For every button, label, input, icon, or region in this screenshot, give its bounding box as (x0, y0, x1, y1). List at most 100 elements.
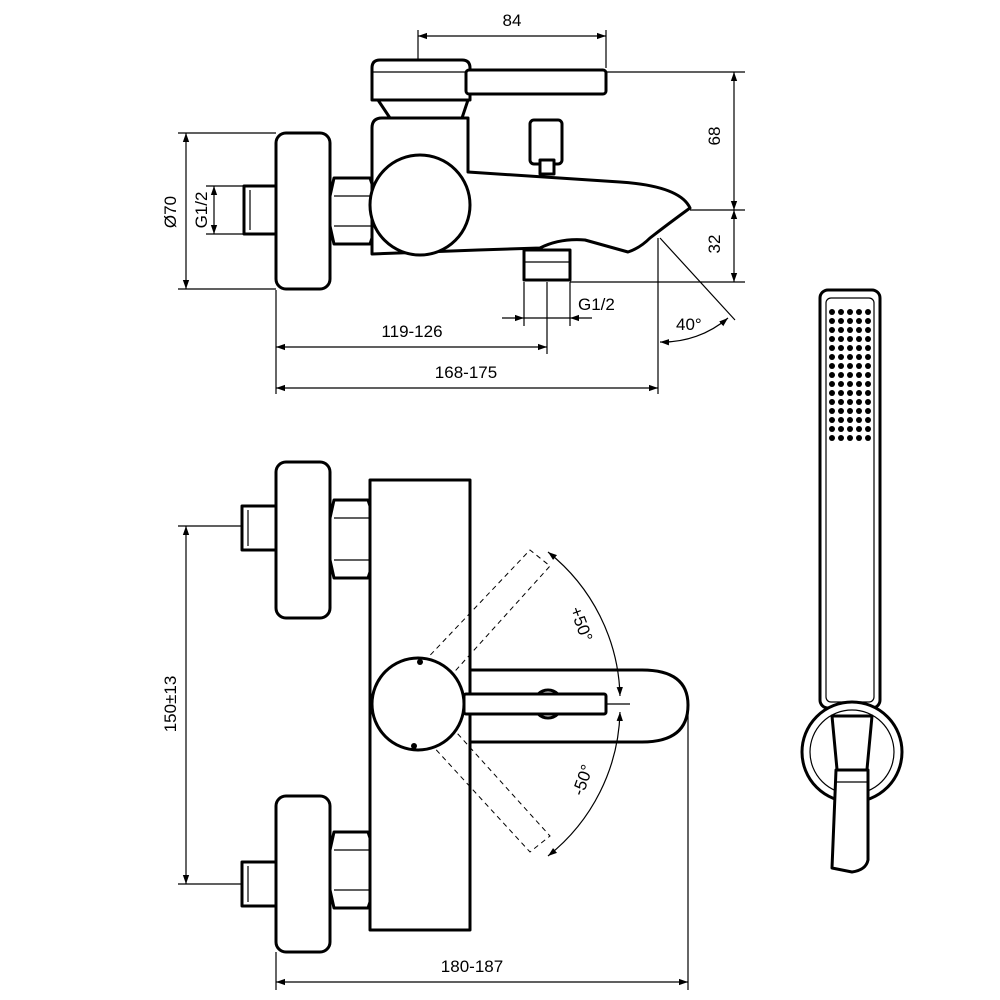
nozzle-hole (829, 399, 835, 405)
nozzle-hole (838, 408, 844, 414)
side-outlet-thread (522, 248, 572, 282)
side-diverter-knob (528, 118, 564, 166)
dim-total-depth: 180-187 (441, 957, 503, 976)
nozzle-hole (865, 372, 871, 378)
lever-swing-plus-outline (417, 549, 551, 691)
nozzle-hole (856, 327, 862, 333)
side-lever-cartridge (376, 98, 470, 120)
nozzle-hole (829, 435, 835, 441)
dim-swing-plus: +50° (566, 604, 596, 644)
nozzle-hole (865, 363, 871, 369)
top-view-upper-flange (274, 460, 332, 620)
nozzle-hole (856, 372, 862, 378)
nozzle-hole (829, 426, 835, 432)
nozzle-hole (847, 399, 853, 405)
dim-spout-angle: 40° (676, 315, 702, 334)
dim-spout-height: 32 (705, 235, 724, 254)
top-view-lower-nipple (240, 860, 278, 908)
nozzle-hole (838, 336, 844, 342)
nozzle-hole (838, 309, 844, 315)
nozzle-hole (847, 363, 853, 369)
top-view: +50° -50° 150±13 180-187 (161, 460, 690, 990)
nozzle-hole (856, 381, 862, 387)
nozzle-hole (865, 309, 871, 315)
nozzle-hole (865, 399, 871, 405)
nozzle-hole (838, 417, 844, 423)
nozzle-hole (838, 390, 844, 396)
hand-shower-body (818, 288, 882, 710)
nozzle-hole (856, 408, 862, 414)
nozzle-hole (847, 408, 853, 414)
nozzle-hole (838, 345, 844, 351)
nozzle-hole (829, 363, 835, 369)
nozzle-hole (829, 336, 835, 342)
nozzle-hole (847, 372, 853, 378)
top-view-upper-nipple (240, 504, 278, 552)
nozzle-hole (838, 327, 844, 333)
dim-spout-reach: 168-175 (435, 363, 497, 382)
nozzle-hole (856, 417, 862, 423)
nozzle-hole (829, 408, 835, 414)
nozzle-hole (847, 345, 853, 351)
nozzle-hole (847, 426, 853, 432)
nozzle-hole (856, 318, 862, 324)
nozzle-hole (865, 426, 871, 432)
nozzle-hole (838, 318, 844, 324)
nozzle-hole (838, 399, 844, 405)
nozzle-hole (856, 345, 862, 351)
nozzle-hole (829, 318, 835, 324)
side-wall-flange (274, 131, 332, 291)
nozzle-hole (847, 435, 853, 441)
nozzle-hole (829, 381, 835, 387)
nozzle-hole (847, 318, 853, 324)
side-lever-cap (370, 58, 472, 102)
dim-inlet-thread: G1/2 (192, 192, 211, 229)
top-view-handle-disc (370, 656, 466, 752)
nozzle-hole (829, 390, 835, 396)
nozzle-hole (856, 363, 862, 369)
hand-shower-nozzles (829, 309, 871, 441)
lever-swing-minus-outline (417, 711, 551, 853)
nozzle-hole (847, 336, 853, 342)
nozzle-hole (856, 309, 862, 315)
nozzle-hole (847, 327, 853, 333)
side-handle-disc (368, 153, 472, 257)
nozzle-hole (865, 417, 871, 423)
dim-outlet-thread: G1/2 (578, 295, 615, 314)
hand-shower (800, 288, 904, 874)
nozzle-hole (865, 327, 871, 333)
top-view-lever-handle (462, 692, 608, 716)
nozzle-hole (856, 390, 862, 396)
top-view-lower-flange (274, 794, 332, 954)
nozzle-hole (838, 372, 844, 378)
side-lever-handle (464, 68, 608, 96)
nozzle-hole (829, 309, 835, 315)
nozzle-hole (865, 381, 871, 387)
dim-outlet-distance: 119-126 (381, 322, 442, 341)
nozzle-hole (829, 372, 835, 378)
top-view-lower-hex-nut (328, 830, 376, 910)
nozzle-hole (865, 336, 871, 342)
nozzle-hole (838, 426, 844, 432)
nozzle-hole (856, 426, 862, 432)
dim-swing-minus: -50° (569, 762, 598, 798)
nozzle-hole (865, 345, 871, 351)
nozzle-hole (856, 435, 862, 441)
nozzle-hole (856, 399, 862, 405)
nozzle-hole (847, 381, 853, 387)
side-view: 84 68 32 Ø70 G1/2 G1/2 119-126 (161, 11, 745, 394)
nozzle-hole (838, 381, 844, 387)
dim-lever-width: 84 (503, 11, 522, 30)
nozzle-hole (829, 417, 835, 423)
dim-top-height: 68 (705, 127, 724, 146)
nozzle-hole (829, 327, 835, 333)
nozzle-hole (838, 354, 844, 360)
nozzle-hole (865, 318, 871, 324)
nozzle-hole (865, 390, 871, 396)
top-view-upper-hex-nut (328, 498, 376, 580)
nozzle-hole (865, 435, 871, 441)
dim-flange-diameter: Ø70 (161, 196, 180, 228)
nozzle-hole (856, 354, 862, 360)
nozzle-hole (829, 345, 835, 351)
